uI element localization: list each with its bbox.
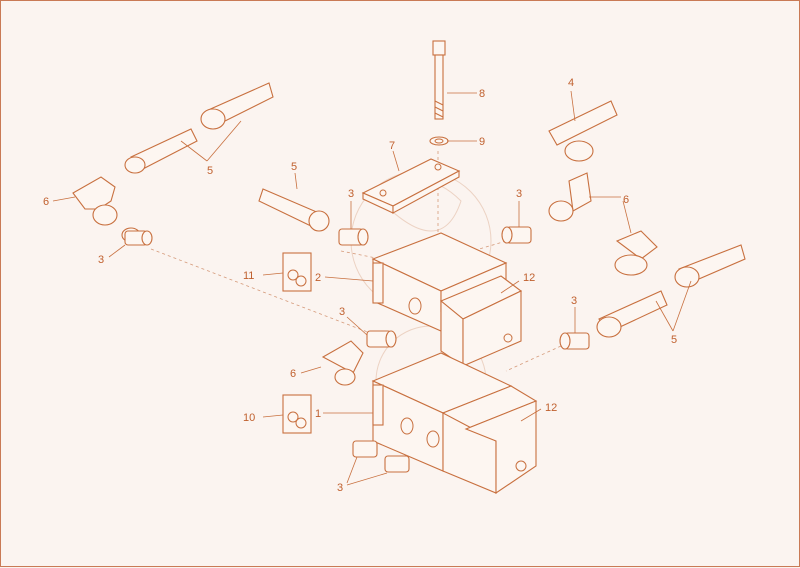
callout-8: 8 xyxy=(479,88,485,100)
callout-4: 4 xyxy=(568,77,574,89)
callout-12-upper: 12 xyxy=(523,272,535,284)
fitting-part-3-center xyxy=(338,228,369,246)
callout-6-left: 6 xyxy=(43,196,49,208)
callout-6-mid: 6 xyxy=(290,368,296,380)
tee-part-5-topleft xyxy=(124,82,274,174)
callout-2: 2 xyxy=(315,272,321,284)
callout-3-left: 3 xyxy=(98,254,104,266)
fitting-part-3-bottom xyxy=(352,440,410,473)
callout-3-bottom: 3 xyxy=(337,482,343,494)
fitting-part-3-right xyxy=(501,226,532,244)
coil-part-12-lower xyxy=(441,385,538,495)
tee-part-4 xyxy=(548,100,618,162)
callout-5-topleft: 5 xyxy=(207,165,213,177)
seal-kit-part-10 xyxy=(282,394,312,434)
fitting-part-3-mid xyxy=(366,330,397,348)
tee-part-5-center xyxy=(258,188,330,232)
elbow-part-6-mid xyxy=(321,340,364,386)
fitting-part-3-lowright xyxy=(559,332,590,350)
callout-11: 11 xyxy=(243,270,254,282)
washer-part-9 xyxy=(429,136,449,146)
callout-5-center: 5 xyxy=(291,161,297,173)
callout-12-lower: 12 xyxy=(545,402,557,414)
tee-part-5-right xyxy=(596,244,746,338)
callout-9: 9 xyxy=(479,136,485,148)
callout-labels: 8 9 7 4 5 5 5 6 6 6 3 3 3 3 3 3 11 2 12 … xyxy=(43,77,677,494)
callout-3-mid: 3 xyxy=(339,306,345,318)
callout-6-right: 6 xyxy=(623,194,629,206)
callout-3-center: 3 xyxy=(348,188,354,200)
elbow-part-6-right xyxy=(548,172,658,276)
callout-10: 10 xyxy=(243,412,255,424)
fitting-part-3-left xyxy=(121,227,153,246)
callout-3-lowright: 3 xyxy=(571,295,577,307)
callout-5-right: 5 xyxy=(671,334,677,346)
plate-part-7 xyxy=(361,158,461,214)
callout-1: 1 xyxy=(315,408,321,420)
bolt-part-8 xyxy=(432,40,446,120)
callout-7: 7 xyxy=(389,140,395,152)
elbow-part-6-left xyxy=(72,176,118,226)
callout-3-right: 3 xyxy=(516,188,522,200)
seal-kit-part-11 xyxy=(282,252,312,292)
leader-lines xyxy=(52,90,692,486)
valve-block-part-1 xyxy=(371,352,513,472)
